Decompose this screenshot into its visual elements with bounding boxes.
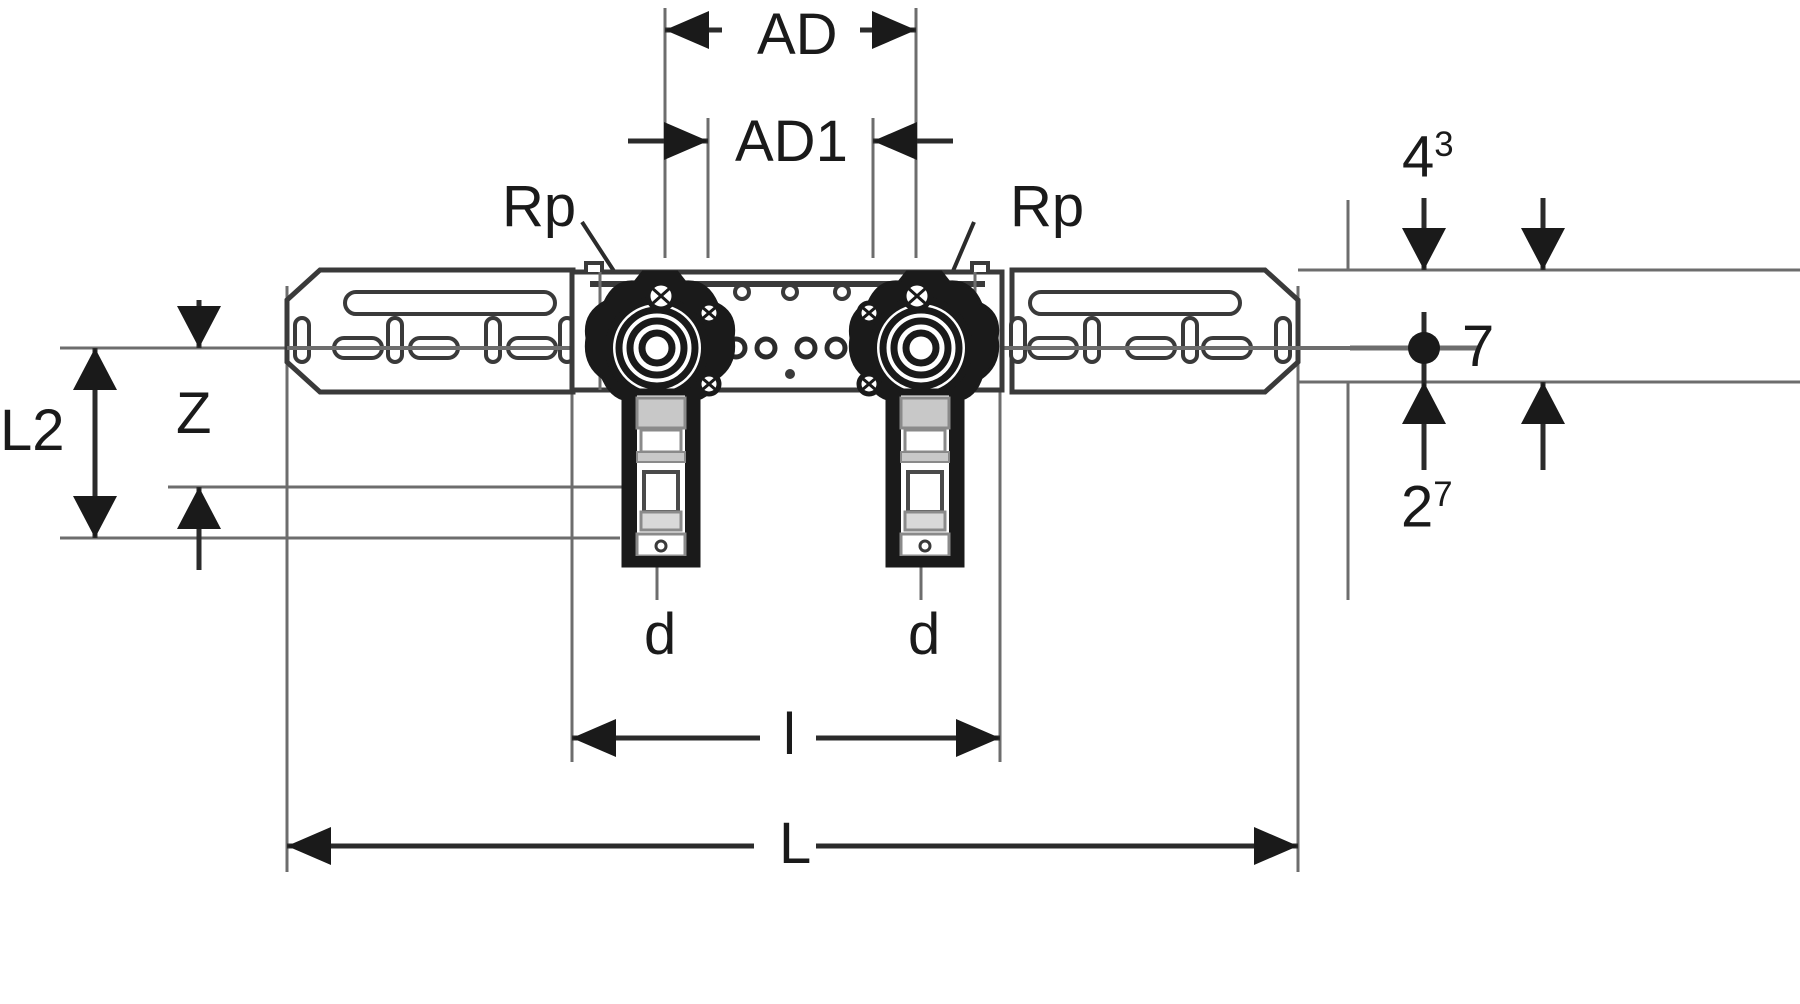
mounting-plate-left <box>284 267 600 395</box>
label-rp-right: Rp <box>1010 174 1085 239</box>
label-ad: AD <box>757 2 838 67</box>
label-ad1: AD1 <box>735 109 848 174</box>
label-4-3-base: 4 <box>1402 124 1435 190</box>
label-l-small: l <box>783 702 796 767</box>
label-d-left: d <box>644 602 677 667</box>
press-fitting-left <box>584 270 736 412</box>
label-4-3-exponent: 3 <box>1434 125 1454 164</box>
label-7: 7 <box>1462 314 1495 379</box>
label-2-7-exponent: 7 <box>1433 475 1453 514</box>
label-rp-left: Rp <box>502 174 577 239</box>
mounting-plate-right <box>1000 267 1350 395</box>
dimension-7 <box>1350 312 1480 385</box>
dimension-z <box>177 300 221 570</box>
label-2-7: 27 <box>1401 475 1453 536</box>
dimension-4-3 <box>1402 198 1565 270</box>
label-z: Z <box>176 381 212 446</box>
dimension-l-small <box>572 712 1000 766</box>
label-2-7-base: 2 <box>1401 474 1434 540</box>
pipe-connector-right <box>885 388 965 568</box>
center-dot-icon <box>1408 332 1440 364</box>
dimension-l-big <box>287 820 1298 874</box>
press-fitting-right <box>848 270 1000 412</box>
dimension-ad <box>665 6 916 62</box>
dimension-l2 <box>73 348 117 538</box>
pipe-connector-left <box>621 388 701 568</box>
label-l2: L2 <box>0 398 65 463</box>
label-4-3: 43 <box>1402 125 1454 186</box>
label-l-big: L <box>779 811 812 876</box>
dimension-2-7 <box>1402 382 1565 470</box>
dimension-ad1 <box>628 122 953 160</box>
label-d-right: d <box>908 602 941 667</box>
